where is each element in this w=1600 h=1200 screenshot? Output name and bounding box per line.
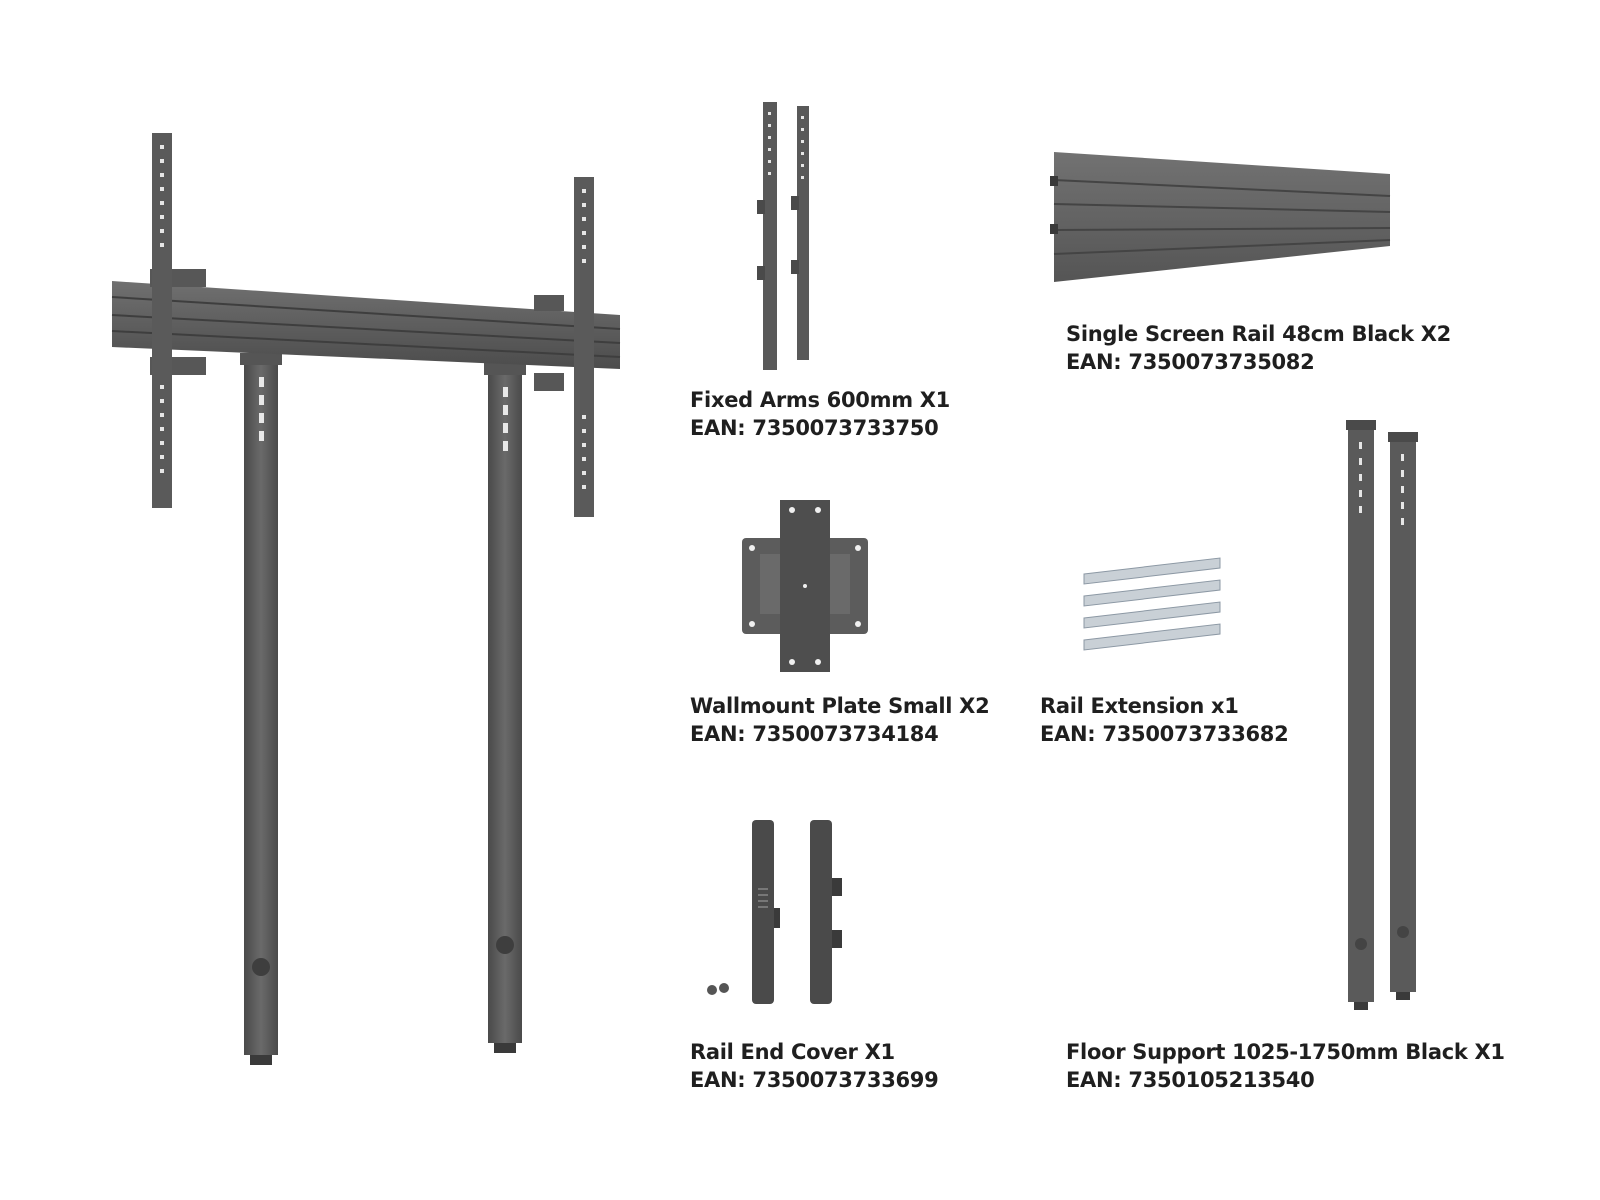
product-ean: EAN: 7350073735082: [1066, 350, 1315, 374]
product-label-rail-extension: Rail Extension x1 EAN: 7350073733682: [1040, 692, 1289, 748]
product-ean: EAN: 7350105213540: [1066, 1068, 1315, 1092]
wallmount-plate-icon: [742, 500, 868, 672]
rail-extension-icon: [1083, 557, 1221, 651]
product-ean: EAN: 7350073733682: [1040, 722, 1289, 746]
product-name: Fixed Arms 600mm X1: [690, 388, 950, 412]
product-name: Rail End Cover X1: [690, 1040, 895, 1064]
screen-rail-icon: [1050, 152, 1391, 282]
floor-support-icon: [1346, 420, 1418, 1010]
product-ean: EAN: 7350073734184: [690, 722, 939, 746]
product-name: Single Screen Rail 48cm Black X2: [1066, 322, 1451, 346]
product-label-rail-end-cover: Rail End Cover X1 EAN: 7350073733699: [690, 1038, 939, 1094]
product-label-wallmount-plate: Wallmount Plate Small X2 EAN: 7350073734…: [690, 692, 990, 748]
product-name: Floor Support 1025-1750mm Black X1: [1066, 1040, 1505, 1064]
product-name: Rail Extension x1: [1040, 694, 1239, 718]
assembled-floor-stand-image: [111, 133, 621, 1065]
product-ean: EAN: 7350073733750: [690, 416, 939, 440]
product-label-fixed-arms: Fixed Arms 600mm X1 EAN: 7350073733750: [690, 386, 950, 442]
fixed-arms-icon: [757, 102, 809, 370]
product-ean: EAN: 7350073733699: [690, 1068, 939, 1092]
product-label-floor-support: Floor Support 1025-1750mm Black X1 EAN: …: [1066, 1038, 1505, 1094]
product-name: Wallmount Plate Small X2: [690, 694, 990, 718]
product-label-single-screen-rail: Single Screen Rail 48cm Black X2 EAN: 73…: [1066, 320, 1451, 376]
rail-end-cover-icon: [707, 820, 842, 1004]
